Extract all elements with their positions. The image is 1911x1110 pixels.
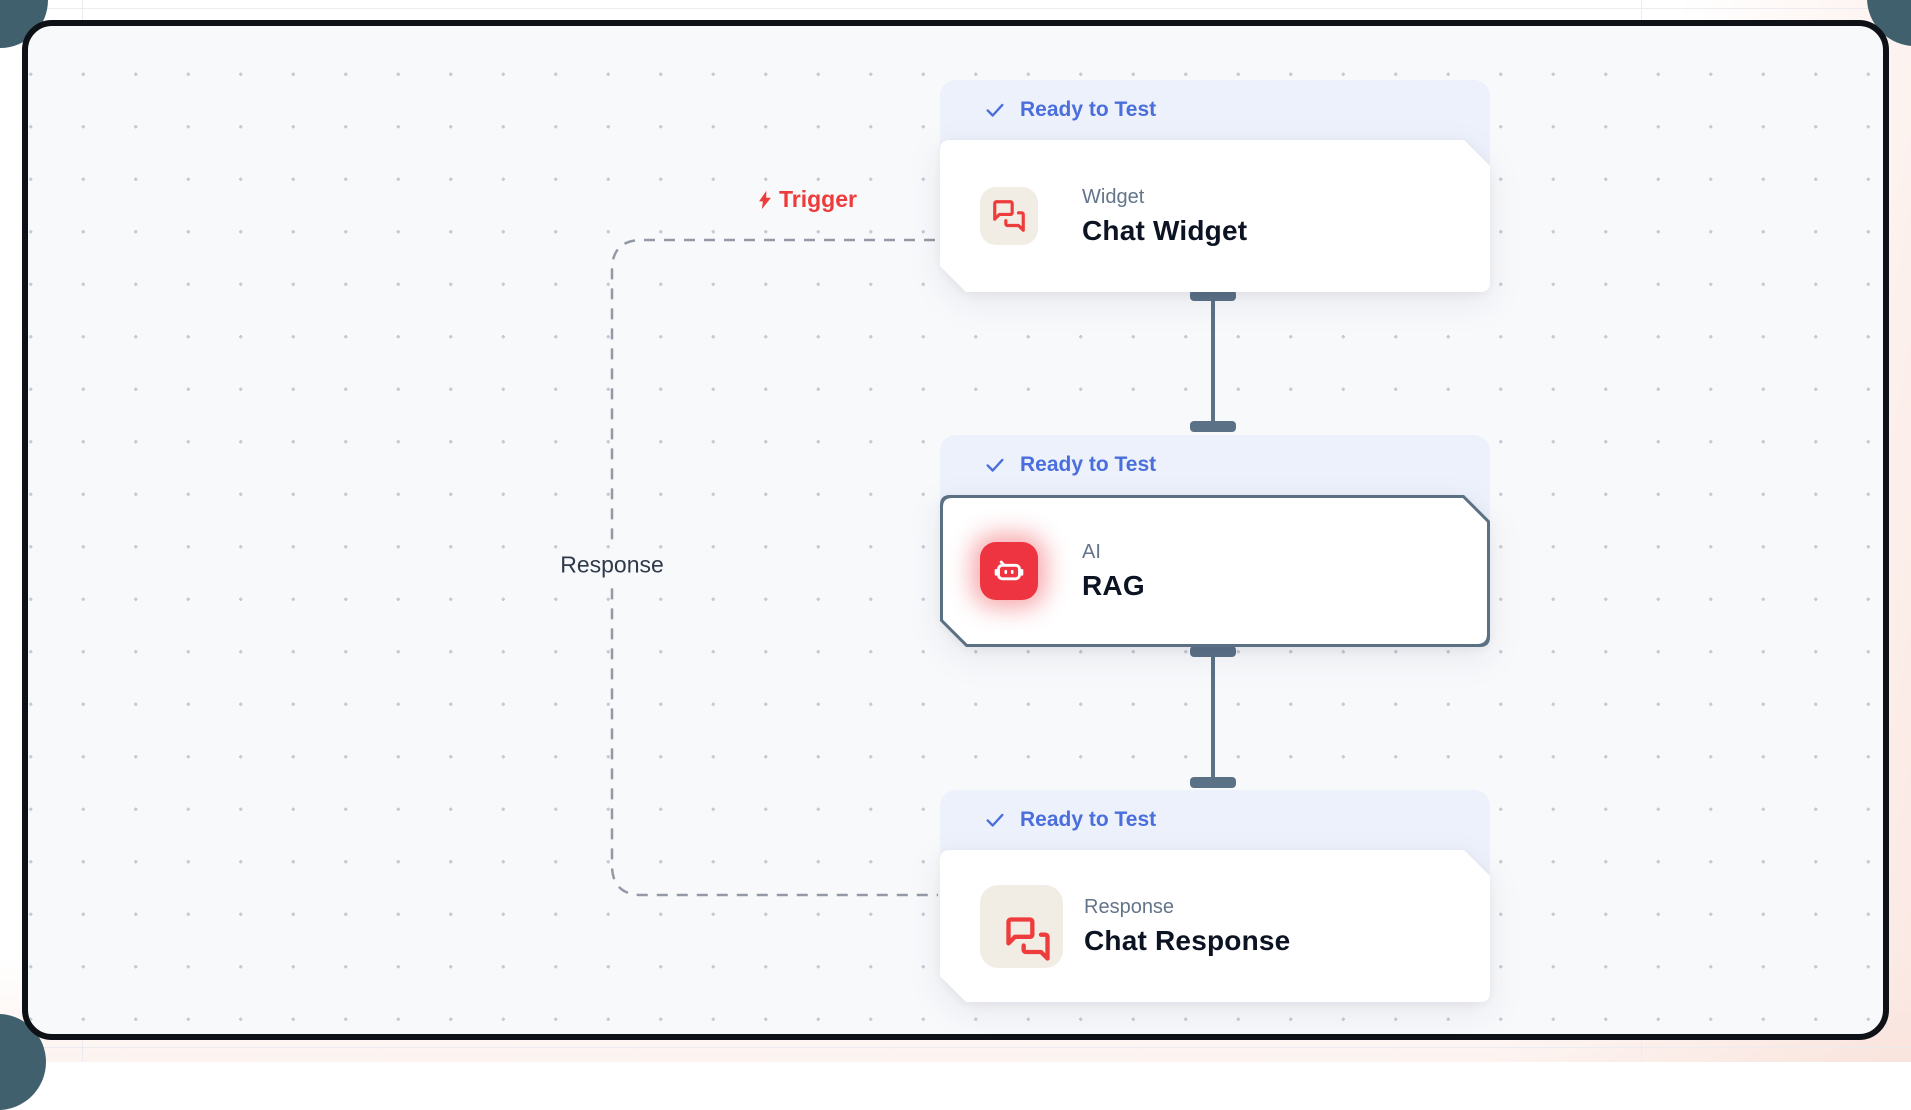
status-badge-text: Ready to Test xyxy=(1020,808,1157,831)
node-title: RAG xyxy=(1082,569,1145,601)
trigger-edge-label-text: Trigger xyxy=(779,186,857,212)
target-handle-rag[interactable] xyxy=(1190,421,1236,432)
trigger-edge-label: Trigger xyxy=(754,186,857,213)
node-chat-widget[interactable]: Ready to Test Widget Chat Widg xyxy=(940,80,1490,292)
status-badge-text: Ready to Test xyxy=(1020,98,1157,121)
target-handle-chat-response[interactable] xyxy=(1190,777,1236,788)
check-icon xyxy=(984,454,1006,476)
node-rag[interactable]: Ready to Test xyxy=(940,435,1490,647)
node-title: Chat Response xyxy=(1084,924,1291,956)
edge-rag-chatresponse xyxy=(1211,651,1215,782)
lightning-bolt-icon xyxy=(754,189,776,211)
node-card-selected-border: AI RAG xyxy=(940,495,1490,647)
node-category: AI xyxy=(1082,540,1101,563)
node-chat-response[interactable]: Ready to Test Response Chat Re xyxy=(940,790,1490,1002)
workflow-frame: Trigger Response Ready to Test xyxy=(22,20,1889,1040)
background-grid-line xyxy=(0,8,1911,9)
node-card[interactable]: AI RAG xyxy=(940,495,1490,647)
check-icon xyxy=(984,809,1006,831)
workflow-canvas[interactable]: Trigger Response Ready to Test xyxy=(28,26,1883,1034)
node-category: Widget xyxy=(1082,185,1145,208)
status-badge-text: Ready to Test xyxy=(1020,453,1157,476)
node-card[interactable]: Response Chat Response xyxy=(940,850,1490,1002)
background-grid-line xyxy=(0,1047,1911,1048)
robot-icon xyxy=(980,542,1038,600)
node-card[interactable]: Widget Chat Widget xyxy=(940,140,1490,292)
response-edge-label-text: Response xyxy=(560,551,664,578)
check-icon xyxy=(984,99,1006,121)
response-edge-label: Response xyxy=(554,548,670,582)
chat-bubbles-icon xyxy=(980,885,1063,968)
node-title: Chat Widget xyxy=(1082,214,1248,246)
node-category: Response xyxy=(1084,895,1175,918)
source-handle-rag[interactable] xyxy=(1190,646,1236,657)
edge-chatwidget-rag xyxy=(1211,295,1215,427)
chat-bubbles-icon xyxy=(980,187,1038,245)
